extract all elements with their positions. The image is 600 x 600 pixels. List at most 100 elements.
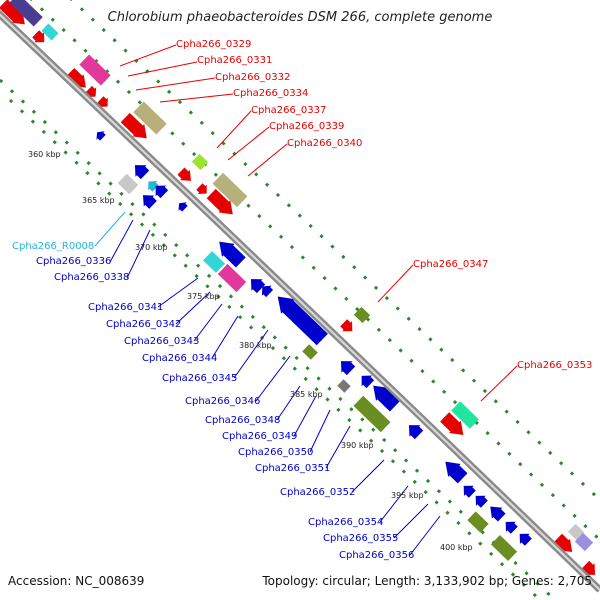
reverse-gene-arrow xyxy=(445,461,468,484)
gene-label-rev[interactable]: Cpha266_0344 xyxy=(142,353,218,364)
ruler-tick-label: 395 kbp xyxy=(391,491,424,500)
gene-label-rev[interactable]: Cpha266_0341 xyxy=(88,302,164,313)
gene-label-rev[interactable]: Cpha266_0350 xyxy=(238,447,314,458)
genome-summary-text: Topology: circular; Length: 3,133,902 bp… xyxy=(262,574,592,588)
leader-line-forward xyxy=(216,110,252,149)
ruler-tick-label: 365 kbp xyxy=(82,196,115,205)
ruler-tick-label: 375 kbp xyxy=(187,292,220,301)
ruler-tick-label: 385 kbp xyxy=(290,390,323,399)
cog-block-green xyxy=(353,306,371,324)
forward-gene-arrow xyxy=(340,319,353,332)
cog-block-lilac xyxy=(574,532,594,552)
reverse-gene-arrow xyxy=(178,202,188,212)
leader-line-reverse xyxy=(233,329,269,379)
reverse-gene-arrow xyxy=(519,533,532,546)
cog-block-cyan xyxy=(41,23,59,41)
forward-gene-arrow xyxy=(553,533,573,552)
ruler-tick-label: 360 kbp xyxy=(28,150,61,159)
gene-label-fwd[interactable]: Cpha266_0334 xyxy=(233,88,309,99)
leader-line-reverse xyxy=(157,277,199,308)
forward-cog-dots xyxy=(69,0,600,502)
leader-line-forward xyxy=(377,264,414,303)
ruler-tick-label: 380 kbp xyxy=(239,341,272,350)
reverse-gene-arrow xyxy=(463,485,476,498)
forward-gene-arrow xyxy=(32,30,45,43)
gene-label-fwd[interactable]: Cpha266_0339 xyxy=(269,121,345,132)
forward-gene-arrow xyxy=(196,183,207,194)
gene-label-rev[interactable]: Cpha266_0351 xyxy=(255,463,331,474)
reverse-gene-arrow xyxy=(373,385,400,412)
gene-label-rev[interactable]: Cpha266_0352 xyxy=(280,487,356,498)
gene-label-rev[interactable]: Cpha266_0348 xyxy=(205,415,281,426)
leader-line-reverse xyxy=(175,291,211,325)
gene-label-rev[interactable]: Cpha266_0355 xyxy=(323,533,399,544)
leader-line-reverse xyxy=(94,211,126,247)
cog-block-olive xyxy=(212,172,248,208)
reverse-gene-arrow xyxy=(134,165,150,180)
leader-line-forward xyxy=(135,77,216,91)
forward-gene-arrow xyxy=(177,167,192,181)
leader-line-forward xyxy=(119,44,177,67)
gene-label-fwd[interactable]: Cpha266_0353 xyxy=(517,360,593,371)
gene-label-rev[interactable]: Cpha266_0354 xyxy=(308,517,384,528)
leader-line-forward xyxy=(127,61,198,77)
gene-label-rev[interactable]: Cpha266_0346 xyxy=(185,396,261,407)
genome-backbone xyxy=(0,9,600,593)
gene-label-rev[interactable]: Cpha266_0349 xyxy=(222,431,298,442)
reverse-gene-arrow xyxy=(261,285,274,298)
leader-line-reverse xyxy=(126,229,151,279)
leader-line-forward xyxy=(227,126,270,161)
cog-block-olive xyxy=(133,101,167,135)
gene-label-rna[interactable]: Cpha266_R0008 xyxy=(12,241,95,252)
cog-block-navy xyxy=(9,0,43,27)
reverse-gene-arrow xyxy=(277,296,328,346)
cog-block-green xyxy=(302,344,318,360)
gene-label-fwd[interactable]: Cpha266_0331 xyxy=(197,55,273,66)
gene-label-fwd[interactable]: Cpha266_0340 xyxy=(287,138,363,149)
gene-label-rev[interactable]: Cpha266_0343 xyxy=(124,336,200,347)
cog-block-grey xyxy=(117,173,139,195)
leader-line-reverse xyxy=(293,395,317,437)
leader-line-reverse xyxy=(409,515,441,556)
reverse-gene-arrow xyxy=(250,279,266,294)
gene-label-rev[interactable]: Cpha266_0336 xyxy=(36,256,112,267)
gene-label-fwd[interactable]: Cpha266_0332 xyxy=(215,72,291,83)
gene-label-fwd[interactable]: Cpha266_0337 xyxy=(251,105,327,116)
forward-gene-arrow xyxy=(120,112,147,139)
cog-block-green xyxy=(353,395,391,433)
gene-label-rev[interactable]: Cpha266_0345 xyxy=(162,373,238,384)
leader-line-reverse xyxy=(325,425,351,469)
forward-outer-dots xyxy=(29,0,600,542)
cog-block-green xyxy=(490,534,518,562)
backbone-line-inner xyxy=(0,13,600,591)
cog-block-aqua xyxy=(451,401,479,429)
gene-label-rev[interactable]: Cpha266_0356 xyxy=(339,550,415,561)
forward-gene-arrow xyxy=(65,68,86,88)
reverse-outer-dots xyxy=(8,98,542,600)
gene-label-rev[interactable]: Cpha266_0338 xyxy=(54,272,130,283)
leader-line-forward xyxy=(480,365,518,402)
gene-label-fwd[interactable]: Cpha266_0329 xyxy=(176,39,252,50)
cog-block-magenta xyxy=(217,263,247,293)
label-leader-lines xyxy=(94,44,518,556)
cog-block-cyan xyxy=(203,251,225,273)
ruler-tick-label: 370 kbp xyxy=(135,243,168,252)
leader-line-reverse xyxy=(393,503,429,539)
reverse-gene-arrow xyxy=(219,241,246,268)
forward-gene-arrow xyxy=(97,96,108,107)
forward-gene-arrow xyxy=(206,188,233,215)
rna-gene-arrow xyxy=(148,181,159,192)
accession-text: Accession: NC_008639 xyxy=(8,574,145,588)
leader-line-forward xyxy=(247,143,288,177)
leader-line-reverse xyxy=(109,219,134,263)
leader-line-reverse xyxy=(276,385,301,421)
leader-line-reverse xyxy=(211,315,239,359)
gene-label-rev[interactable]: Cpha266_0342 xyxy=(106,319,182,330)
leader-line-reverse xyxy=(379,485,409,523)
cog-block-darkgrey xyxy=(337,379,351,393)
gene-label-fwd[interactable]: Cpha266_0347 xyxy=(413,259,489,270)
reverse-gene-arrow xyxy=(505,521,518,534)
